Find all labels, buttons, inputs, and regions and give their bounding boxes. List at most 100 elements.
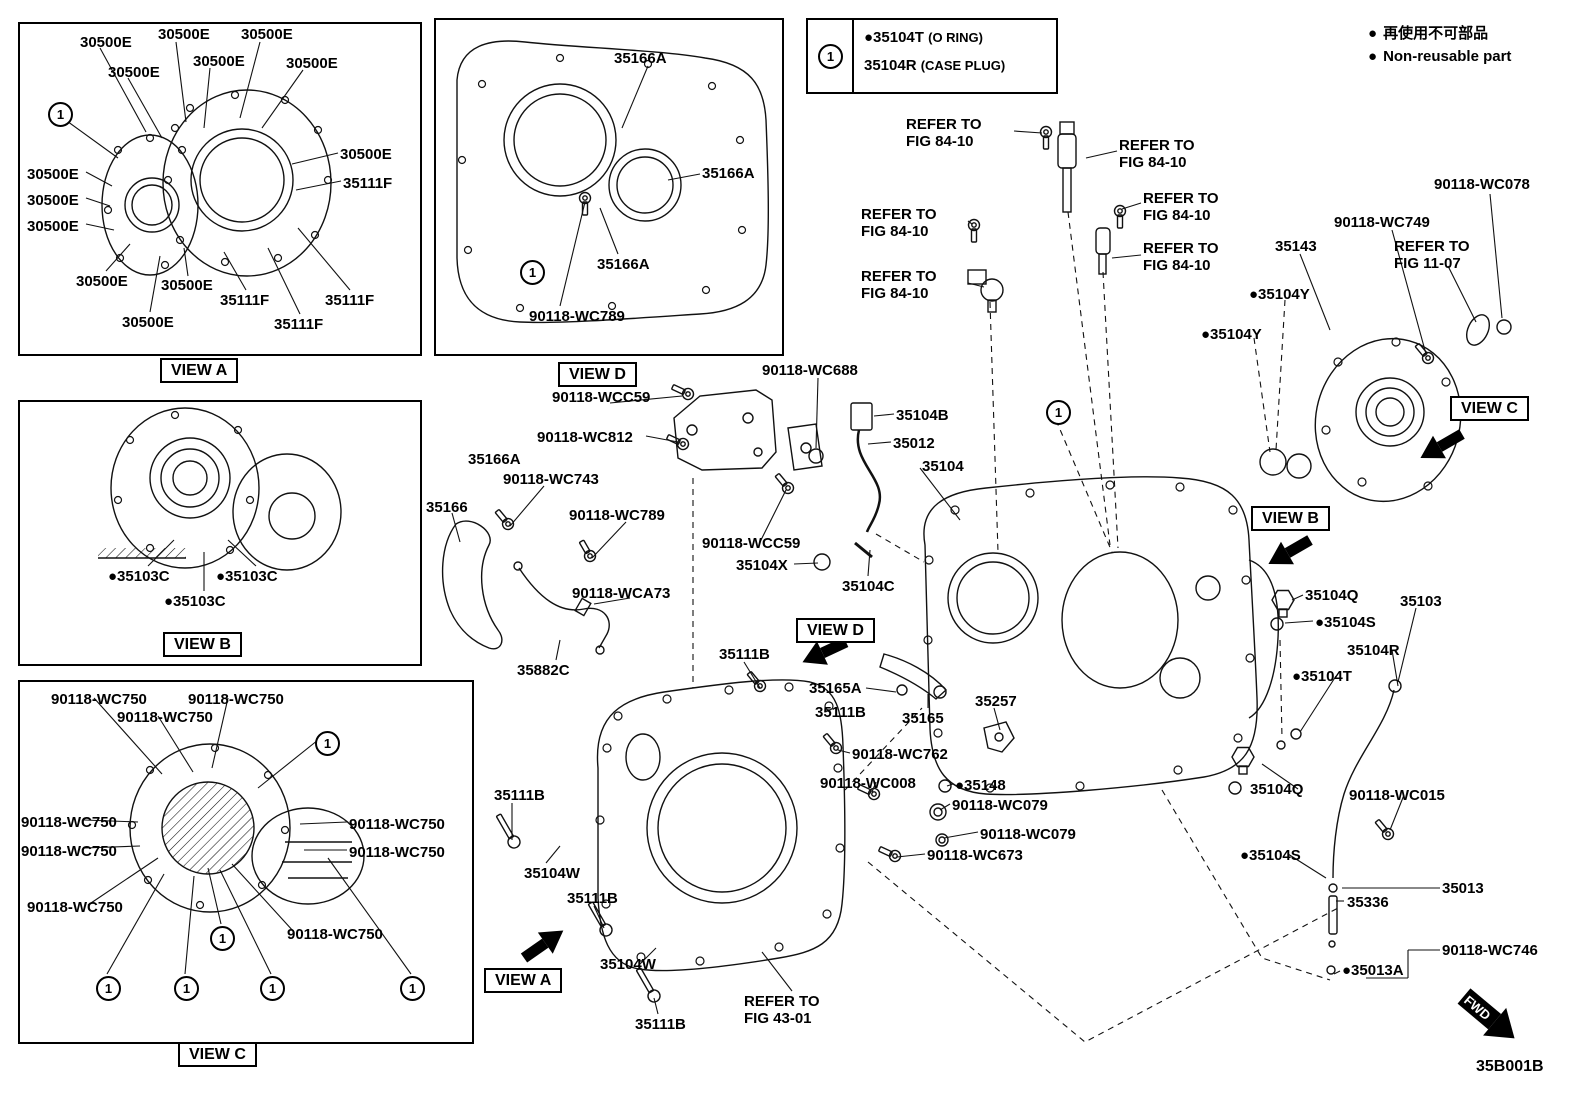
part-label: 90118-WC079 — [952, 797, 1048, 814]
part-label: 35104Q — [1305, 587, 1359, 604]
part-label: 90118-WC750 — [51, 691, 147, 708]
part-label: 90118-WC673 — [927, 847, 1023, 864]
part-label: 30500E — [241, 26, 293, 43]
part-label: 90118-WC789 — [569, 507, 665, 524]
part-label: 35111F — [274, 316, 324, 333]
part-label: 35165A — [809, 680, 862, 697]
part-label: 90118-WC789 — [529, 308, 625, 325]
part-label: 90118-WC750 — [21, 814, 117, 831]
fwd-arrow-icon: FWD — [1457, 988, 1515, 1039]
part-label: 35257 — [975, 693, 1017, 710]
view-c-label: VIEW C — [178, 1042, 257, 1067]
part-label: 90118-WC688 — [762, 362, 858, 379]
view-a-arrow-icon — [516, 919, 571, 969]
refer-line: REFER TO — [1394, 238, 1470, 255]
callout-1-badge: 1 — [1046, 400, 1071, 425]
part-label: 90118-WCC59 — [702, 535, 801, 552]
callout-1-badge: 1 — [96, 976, 121, 1001]
part-label: ●35104Y — [1249, 286, 1310, 303]
part-label: 90118-WCA73 — [572, 585, 671, 602]
part-label: 35104X — [736, 557, 788, 574]
refer-line: FIG 84-10 — [906, 133, 974, 150]
part-label: 35012 — [893, 435, 935, 452]
part-label: 35166A — [468, 451, 521, 468]
view-b-label: VIEW B — [1251, 506, 1330, 531]
view-c-arrow-icon — [1413, 422, 1469, 470]
part-label: 35111F — [343, 175, 393, 192]
part-label: 90118-WC015 — [1349, 787, 1445, 804]
part-label: 90118-WC750 — [287, 926, 383, 943]
refer-line: REFER TO — [861, 268, 937, 285]
part-label: 35111B — [719, 646, 770, 663]
part-label: 35104C — [842, 578, 895, 595]
part-label: 30500E — [27, 218, 79, 235]
refer-line: FIG 11-07 — [1394, 255, 1461, 272]
part-label: 30500E — [158, 26, 210, 43]
part-label: 35111B — [815, 704, 866, 721]
part-label: 90118-WC750 — [349, 816, 445, 833]
part-label: ●35103C — [216, 568, 278, 585]
callout-1-badge: 1 — [260, 976, 285, 1001]
part-label: ●35013A — [1342, 962, 1404, 979]
part-label: 35166A — [614, 50, 667, 67]
part-label: 90118-WCC59 — [552, 389, 651, 406]
part-label: ●35148 — [955, 777, 1006, 794]
drawing-number: 35B001B — [1476, 1058, 1544, 1075]
refer-line: FIG 84-10 — [861, 285, 929, 302]
part-label: 30500E — [122, 314, 174, 331]
non-reusable-bullet-icon: ● — [1368, 48, 1378, 65]
callout-line-1: ●35104T (O RING) — [864, 29, 983, 46]
part-label: 90118-WC750 — [188, 691, 284, 708]
part-label: 35104R — [864, 57, 917, 74]
part-label: 30500E — [286, 55, 338, 72]
callout-1-badge: 1 — [315, 731, 340, 756]
oring-callout-box: 1 ●35104T (O RING) 35104R (CASE PLUG) — [806, 18, 1058, 94]
part-label: 90118-WC746 — [1442, 942, 1538, 959]
callout-line-2: 35104R (CASE PLUG) — [864, 57, 1005, 74]
part-label: 90118-WC750 — [349, 844, 445, 861]
refer-line: REFER TO — [744, 993, 820, 1010]
refer-line: FIG 84-10 — [1119, 154, 1187, 171]
part-label: 90118-WC743 — [503, 471, 599, 488]
view-b-arrow-icon — [1261, 528, 1317, 576]
part-label: ●35104S — [1240, 847, 1301, 864]
part-label: ●35104T — [1292, 668, 1352, 685]
callout-divider — [852, 20, 854, 92]
part-label: 90118-WC812 — [537, 429, 633, 446]
part-label: 35104W — [600, 956, 656, 973]
part-label: 90118-WC008 — [820, 775, 916, 792]
legend-text-jp: 再使用不可部品 — [1383, 25, 1489, 42]
part-note: (CASE PLUG) — [920, 58, 1006, 73]
view-d-label: VIEW D — [558, 362, 637, 387]
part-label: 35111B — [494, 787, 545, 804]
refer-line: REFER TO — [861, 206, 937, 223]
part-label: 90118-WC079 — [980, 826, 1076, 843]
part-note: (O RING) — [928, 30, 983, 45]
part-label: 35336 — [1347, 894, 1389, 911]
part-label: 30500E — [76, 273, 128, 290]
part-label: 35882C — [517, 662, 570, 679]
part-label: ●35103C — [108, 568, 170, 585]
callout-1-badge: 1 — [400, 976, 425, 1001]
part-label: 30500E — [340, 146, 392, 163]
part-label: 35111B — [635, 1016, 686, 1033]
part-label: 35166 — [426, 499, 468, 516]
part-label: ●35104S — [1315, 614, 1376, 631]
non-reusable-bullet-icon: ● — [1368, 25, 1378, 42]
callout-1-badge: 1 — [48, 102, 73, 127]
part-label: 35111F — [325, 292, 375, 309]
part-label: 35143 — [1275, 238, 1317, 255]
part-label: 35103 — [1400, 593, 1442, 610]
part-label: 35104B — [896, 407, 949, 424]
part-label: 35111F — [220, 292, 270, 309]
view-b-label: VIEW B — [163, 632, 242, 657]
part-label: ●35103C — [164, 593, 226, 610]
part-label: 35104R — [1347, 642, 1400, 659]
part-label: 90118-WC078 — [1434, 176, 1530, 193]
